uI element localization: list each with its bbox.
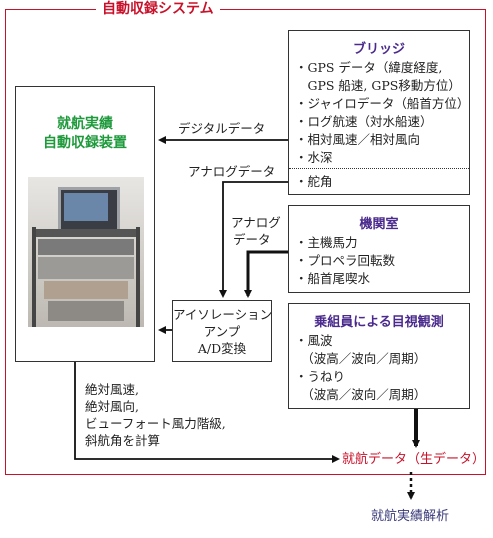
analog-data-label-2-line2: データ <box>233 232 271 247</box>
digital-data-label: デジタルデータ <box>178 121 266 136</box>
calc-line: 絶対風速, <box>85 382 139 397</box>
crew-item: （波高／波向／周期） <box>295 387 427 402</box>
analog-data-arrow-1 <box>219 181 288 298</box>
calc-line: 斜航角を計算 <box>85 433 161 448</box>
device-title-line2: 自動収録装置 <box>43 135 127 151</box>
crew-item: ・うねり <box>295 369 346 384</box>
bridge-divider <box>289 168 469 169</box>
amp-line2: アンプ <box>203 324 241 339</box>
bridge-header: ブリッジ <box>352 42 405 57</box>
engine-room-box: 機関室 ・主機馬力 ・プロペラ回転数 ・船首尾喫水 <box>288 205 470 293</box>
device-to-output-arrow <box>74 362 340 463</box>
device-title-line1: 就航実績 <box>57 116 113 132</box>
calc-line: 絶対風向, <box>85 399 139 414</box>
engine-item: ・主機馬力 <box>295 235 358 250</box>
raw-data-label: 就航データ（生データ） <box>342 452 486 467</box>
calculation-note: 絶対風速, 絶対風向, ビューフォート風力階級, 斜航角を計算 <box>85 381 226 449</box>
bridge-item: GPS 船速, GPS移動方位） <box>295 78 461 93</box>
bridge-box: ブリッジ ・GPS データ（緯度経度, GPS 船速, GPS移動方位） ・ジャ… <box>288 30 470 195</box>
engine-item: ・船首尾喫水 <box>295 271 371 286</box>
bridge-item: ・相対風速／相対風向 <box>295 132 421 147</box>
calc-line: ビューフォート風力階級, <box>85 416 226 431</box>
data-logger-rack-photo-icon <box>28 177 144 327</box>
analog-data-label-2-line1: アナログ <box>231 215 281 230</box>
device-box: 就航実績 自動収録装置 <box>15 86 155 362</box>
system-frame <box>5 9 486 475</box>
amp-line3: A/D変換 <box>197 341 247 356</box>
performance-analysis-label: 就航実績解析 <box>371 509 450 524</box>
engine-room-header: 機関室 <box>359 217 399 232</box>
isolation-amp-box: アイソレーション アンプ A/D変換 <box>172 300 272 362</box>
bridge-item: ・ジャイロデータ（船首方位） <box>295 96 470 111</box>
crew-observation-box: 乗組員による目視観測 ・風波 （波高／波向／周期） ・うねり （波高／波向／周期… <box>288 303 470 409</box>
amp-line1: アイソレーション <box>173 307 273 322</box>
bridge-item: ・GPS データ（緯度経度, <box>295 60 443 75</box>
bridge-item: ・水深 <box>295 150 333 165</box>
analog-data-arrow-2 <box>244 250 288 298</box>
crew-item: ・風波 <box>295 333 333 348</box>
system-frame-title: 自動収録システム <box>96 0 220 18</box>
bridge-analog-item: ・舵角 <box>295 174 333 189</box>
engine-item: ・プロペラ回転数 <box>295 253 396 268</box>
crew-item: （波高／波向／周期） <box>295 351 427 366</box>
analog-data-label-1: アナログデータ <box>188 164 276 179</box>
crew-observation-header: 乗組員による目視観測 <box>314 315 444 330</box>
bridge-item: ・ログ航速（対水船速） <box>295 114 433 129</box>
